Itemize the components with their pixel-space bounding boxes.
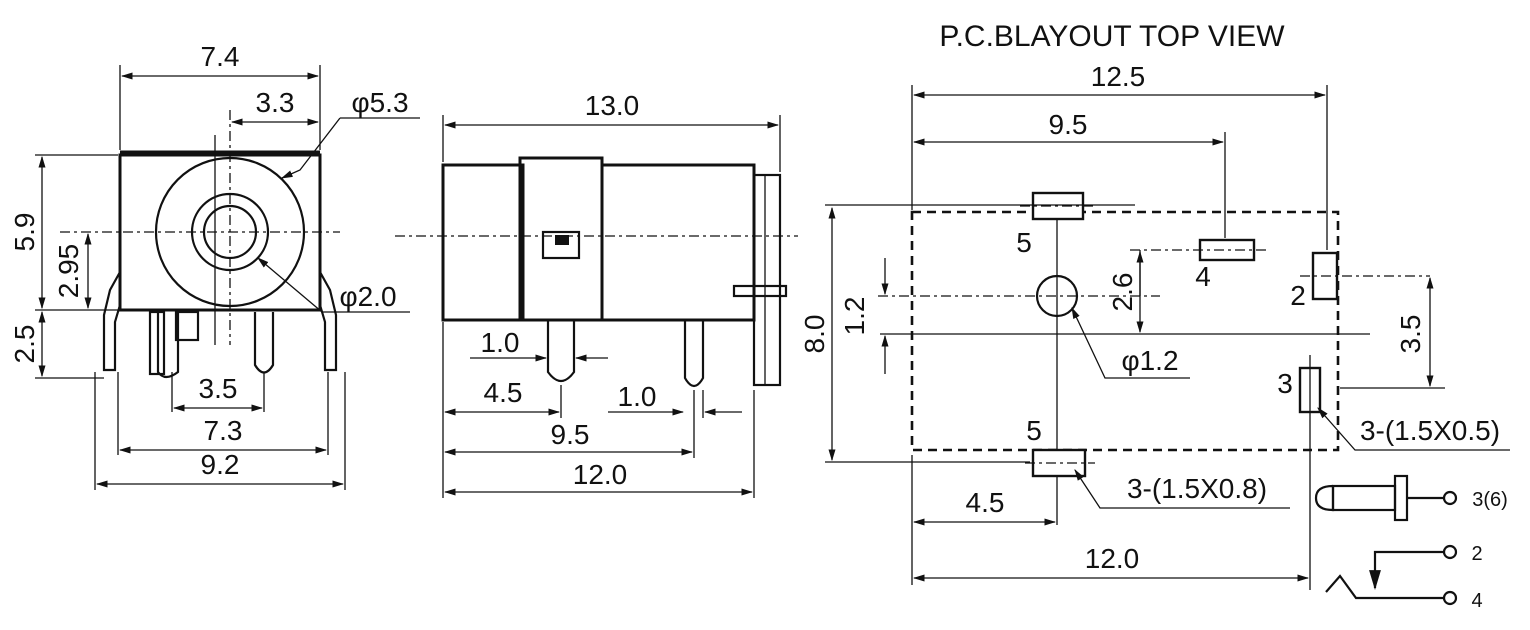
dim-side-pin-pos-b: 9.5	[551, 419, 590, 450]
terminal-4	[1442, 590, 1458, 606]
dim-pcb-pos-45: 4.5	[966, 487, 1005, 518]
jack-schematic: 3(6) 2 4	[1314, 474, 1508, 612]
pin-label-3: 3	[1277, 368, 1293, 399]
pin-label-2: 2	[1290, 280, 1306, 311]
schematic-label-3-6: 3(6)	[1472, 489, 1508, 511]
dim-inner-diameter: φ2.0	[339, 281, 396, 312]
dim-side-pin-width-a: 1.0	[481, 327, 520, 358]
dim-pcb-width-bottom: 12.0	[1085, 543, 1140, 574]
schematic-label-4: 4	[1471, 590, 1482, 612]
front-view: 7.4 3.3 φ5.3 5.9 2.95 2.5 φ2.0 3.5 7.3 9…	[9, 41, 420, 490]
pin-label-5-bottom: 5	[1026, 415, 1042, 446]
note-pad-size-bottom: 3-(1.5X0.8)	[1127, 473, 1267, 504]
side-view: 13.0 1.0 4.5 1.0 9.5 12.0	[395, 90, 798, 498]
pcb-footprint-outline	[910, 210, 1340, 452]
dim-front-width-mid: 7.3	[204, 415, 243, 446]
dim-pcb-hole-diameter: φ1.2	[1121, 345, 1178, 376]
dim-front-height: 5.9	[9, 213, 40, 252]
dim-pcb-pad-spacing: 3.5	[1395, 315, 1426, 354]
note-pad-size-right: 3-(1.5X0.5)	[1360, 415, 1500, 446]
dim-pin-spacing: 3.5	[199, 373, 238, 404]
dim-front-pin-height: 2.5	[9, 325, 40, 364]
dim-side-length-bottom: 12.0	[573, 459, 628, 490]
plug-body	[1331, 484, 1397, 512]
mounting-hole	[1035, 274, 1079, 318]
terminal-3-6	[1442, 490, 1458, 506]
dim-pcb-height: 8.0	[799, 315, 830, 354]
dim-pcb-width-top: 12.5	[1091, 61, 1146, 92]
dim-front-center-height: 2.95	[53, 244, 84, 299]
pcb-layout-view: 12.5 9.5 8.0 1.2 2.6 3.5 φ1.2 3-(1.5X0.5…	[799, 61, 1510, 590]
dim-front-width-bottom: 9.2	[201, 449, 240, 480]
side-rear-body	[600, 163, 756, 322]
dim-side-length-top: 13.0	[585, 90, 640, 121]
side-barrel	[441, 163, 525, 322]
dim-outer-diameter: φ5.3	[351, 87, 408, 118]
dim-side-pin-pos-a: 4.5	[484, 377, 523, 408]
dim-pcb-hole-offset: 1.2	[839, 297, 870, 336]
dim-front-width-top: 7.4	[201, 41, 240, 72]
terminal-2	[1442, 544, 1458, 560]
schematic-label-2: 2	[1471, 543, 1482, 565]
pin-label-4: 4	[1195, 261, 1211, 292]
dim-side-pin-width-b: 1.0	[618, 381, 657, 412]
pin-label-5-top: 5	[1016, 227, 1032, 258]
dim-pcb-pos-95: 9.5	[1049, 109, 1088, 140]
layout-title: P.C.BLAYOUT TOP VIEW	[939, 20, 1285, 53]
dim-pcb-pad4-offset: 2.6	[1107, 273, 1138, 312]
dim-front-offset-top: 3.3	[256, 87, 295, 118]
